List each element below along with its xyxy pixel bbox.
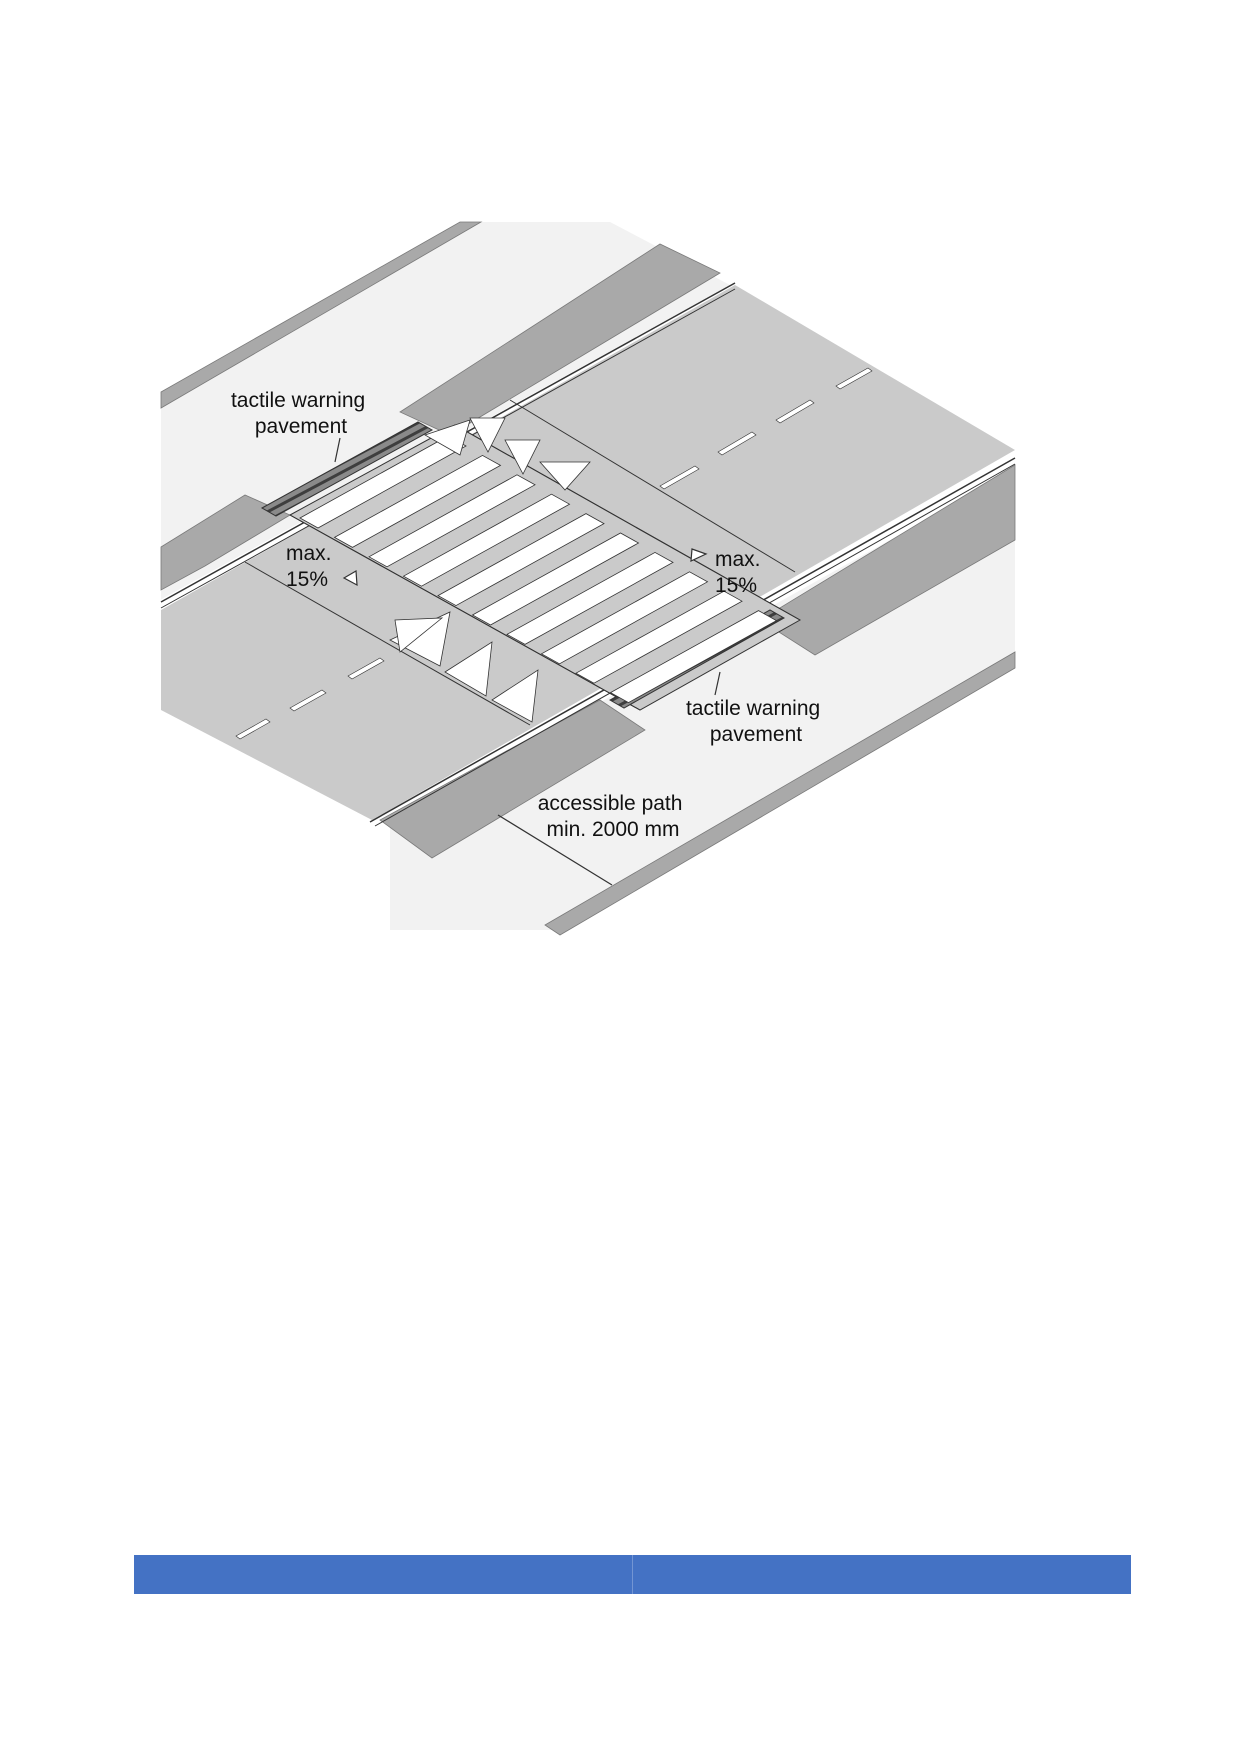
zebra-stripe — [437, 513, 605, 607]
lane-dash — [289, 689, 327, 712]
label-tactile-bottom: tactile warning pavement — [686, 697, 826, 746]
leader-tactile-bottom — [714, 671, 721, 696]
label-slope-right: max. 15% — [715, 548, 766, 597]
label-accessible-path-line1: accessible path — [538, 792, 683, 815]
ramp-line-3 — [454, 424, 801, 621]
zebra-stripe — [506, 551, 674, 645]
raised-crossing-diagram: tactile warning pavement max. 15% max. 1… — [160, 221, 1016, 936]
label-accessible-path-line2: min. 2000 mm — [546, 818, 679, 841]
label-accessible-path: accessible path min. 2000 mm — [538, 792, 689, 841]
footer-cell-left — [134, 1555, 632, 1594]
label-tactile-top: tactile warning pavement — [231, 389, 371, 438]
label-slope-left-line2: 15% — [286, 568, 328, 591]
zebra-stripe — [402, 493, 571, 587]
footer-bar — [134, 1555, 1131, 1594]
zebra-stripe — [471, 532, 640, 626]
lane-dash — [717, 431, 757, 456]
zebra-stripe — [368, 474, 536, 568]
shark-tooth — [424, 419, 471, 456]
shark-tooth — [469, 417, 506, 453]
shark-teeth — [389, 417, 591, 723]
tactile-strip-far — [260, 421, 434, 517]
slope-arrow-icon — [342, 569, 358, 587]
shark-tooth — [539, 461, 591, 491]
zebra-stripe — [540, 571, 709, 665]
lane-dash — [347, 657, 385, 680]
label-tactile-bottom-line1: tactile warning — [686, 697, 820, 720]
curb-near-right — [759, 464, 1016, 656]
label-tactile-bottom-line2: pavement — [710, 723, 802, 746]
lane-dash — [775, 399, 815, 424]
label-slope-right-line1: max. — [715, 548, 761, 571]
shark-tooth — [491, 669, 539, 723]
slope-arrow-icon — [690, 548, 708, 562]
shark-tooth — [444, 641, 493, 697]
lane-dash — [659, 465, 700, 490]
shark-tooth — [504, 439, 541, 475]
zebra-stripes — [299, 435, 778, 704]
zebra-stripe — [333, 454, 502, 548]
curb-near-bottom — [544, 651, 1016, 936]
ramp-line-1 — [244, 561, 531, 726]
label-tactile-top-line1: tactile warning — [231, 389, 365, 412]
footer-cell-right — [632, 1555, 1131, 1594]
curb-far-topleft — [160, 221, 483, 409]
lane-dash — [235, 718, 271, 740]
shark-tooth — [394, 617, 444, 653]
lane-dash — [835, 367, 873, 390]
zebra-stripe — [609, 610, 778, 704]
zebra-stripe — [299, 435, 467, 529]
leader-tactile-top — [334, 437, 341, 463]
lane-dashes — [235, 367, 873, 740]
ramp-line-2 — [289, 514, 641, 711]
zebra-stripe — [575, 590, 743, 684]
dimension-line-accessible-path — [497, 814, 613, 886]
label-slope-right-line2: 15% — [715, 574, 757, 597]
curb-far-left — [160, 494, 291, 591]
label-slope-left-line1: max. — [286, 542, 332, 565]
label-tactile-top-line2: pavement — [255, 415, 347, 438]
ramp-line-4 — [509, 399, 796, 573]
curb-far-right — [399, 243, 721, 436]
label-slope-left: max. 15% — [286, 542, 337, 591]
